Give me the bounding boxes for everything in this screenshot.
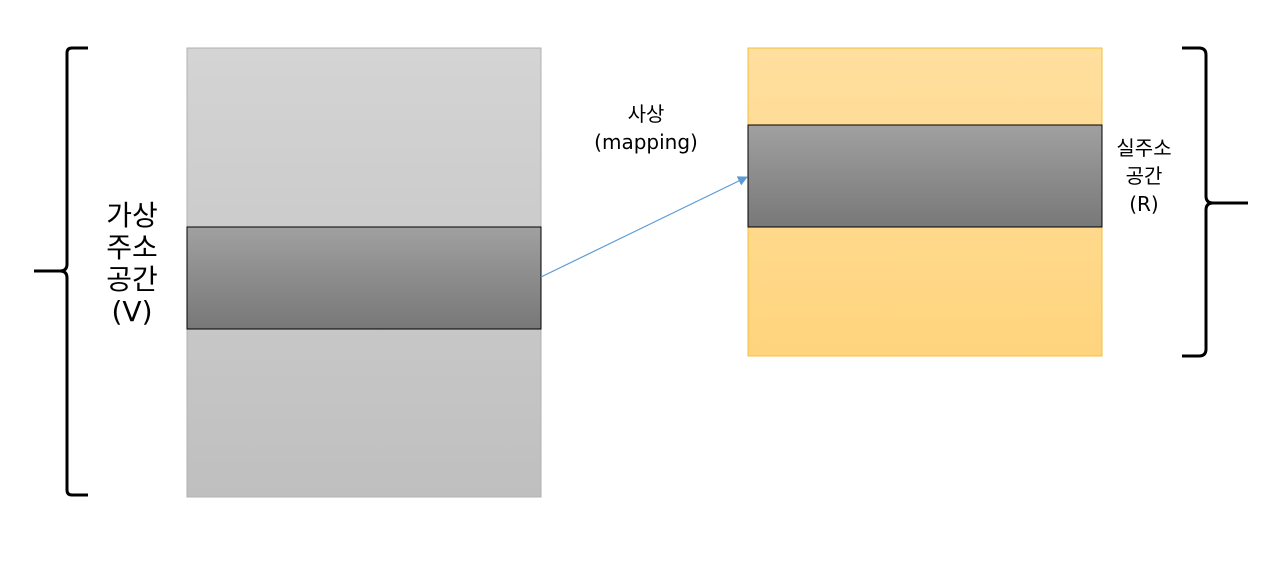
- virtual-mapped-block: [186, 226, 542, 330]
- virtual-label-line-2: 주소: [106, 231, 158, 264]
- virtual-label-line-4: (V): [111, 295, 153, 328]
- mapping-label-line-1: 사상: [627, 102, 665, 126]
- real-label-line-3: (R): [1129, 192, 1159, 216]
- real-space-label: 실주소 공간 (R): [1104, 134, 1184, 218]
- mapping-arrow: [540, 176, 748, 278]
- virtual-label-line-1: 가상: [106, 199, 158, 232]
- mapping-label-line-2: (mapping): [594, 130, 698, 154]
- mapping-label: 사상 (mapping): [580, 100, 712, 156]
- virtual-space-brace: [34, 46, 88, 497]
- virtual-space-label: 가상 주소 공간 (V): [92, 200, 172, 328]
- virtual-label-line-3: 공간: [106, 263, 158, 296]
- real-space-brace: [1182, 46, 1248, 358]
- real-mapped-block: [747, 124, 1103, 228]
- real-label-line-2: 공간: [1125, 164, 1163, 188]
- real-label-line-1: 실주소: [1116, 136, 1172, 160]
